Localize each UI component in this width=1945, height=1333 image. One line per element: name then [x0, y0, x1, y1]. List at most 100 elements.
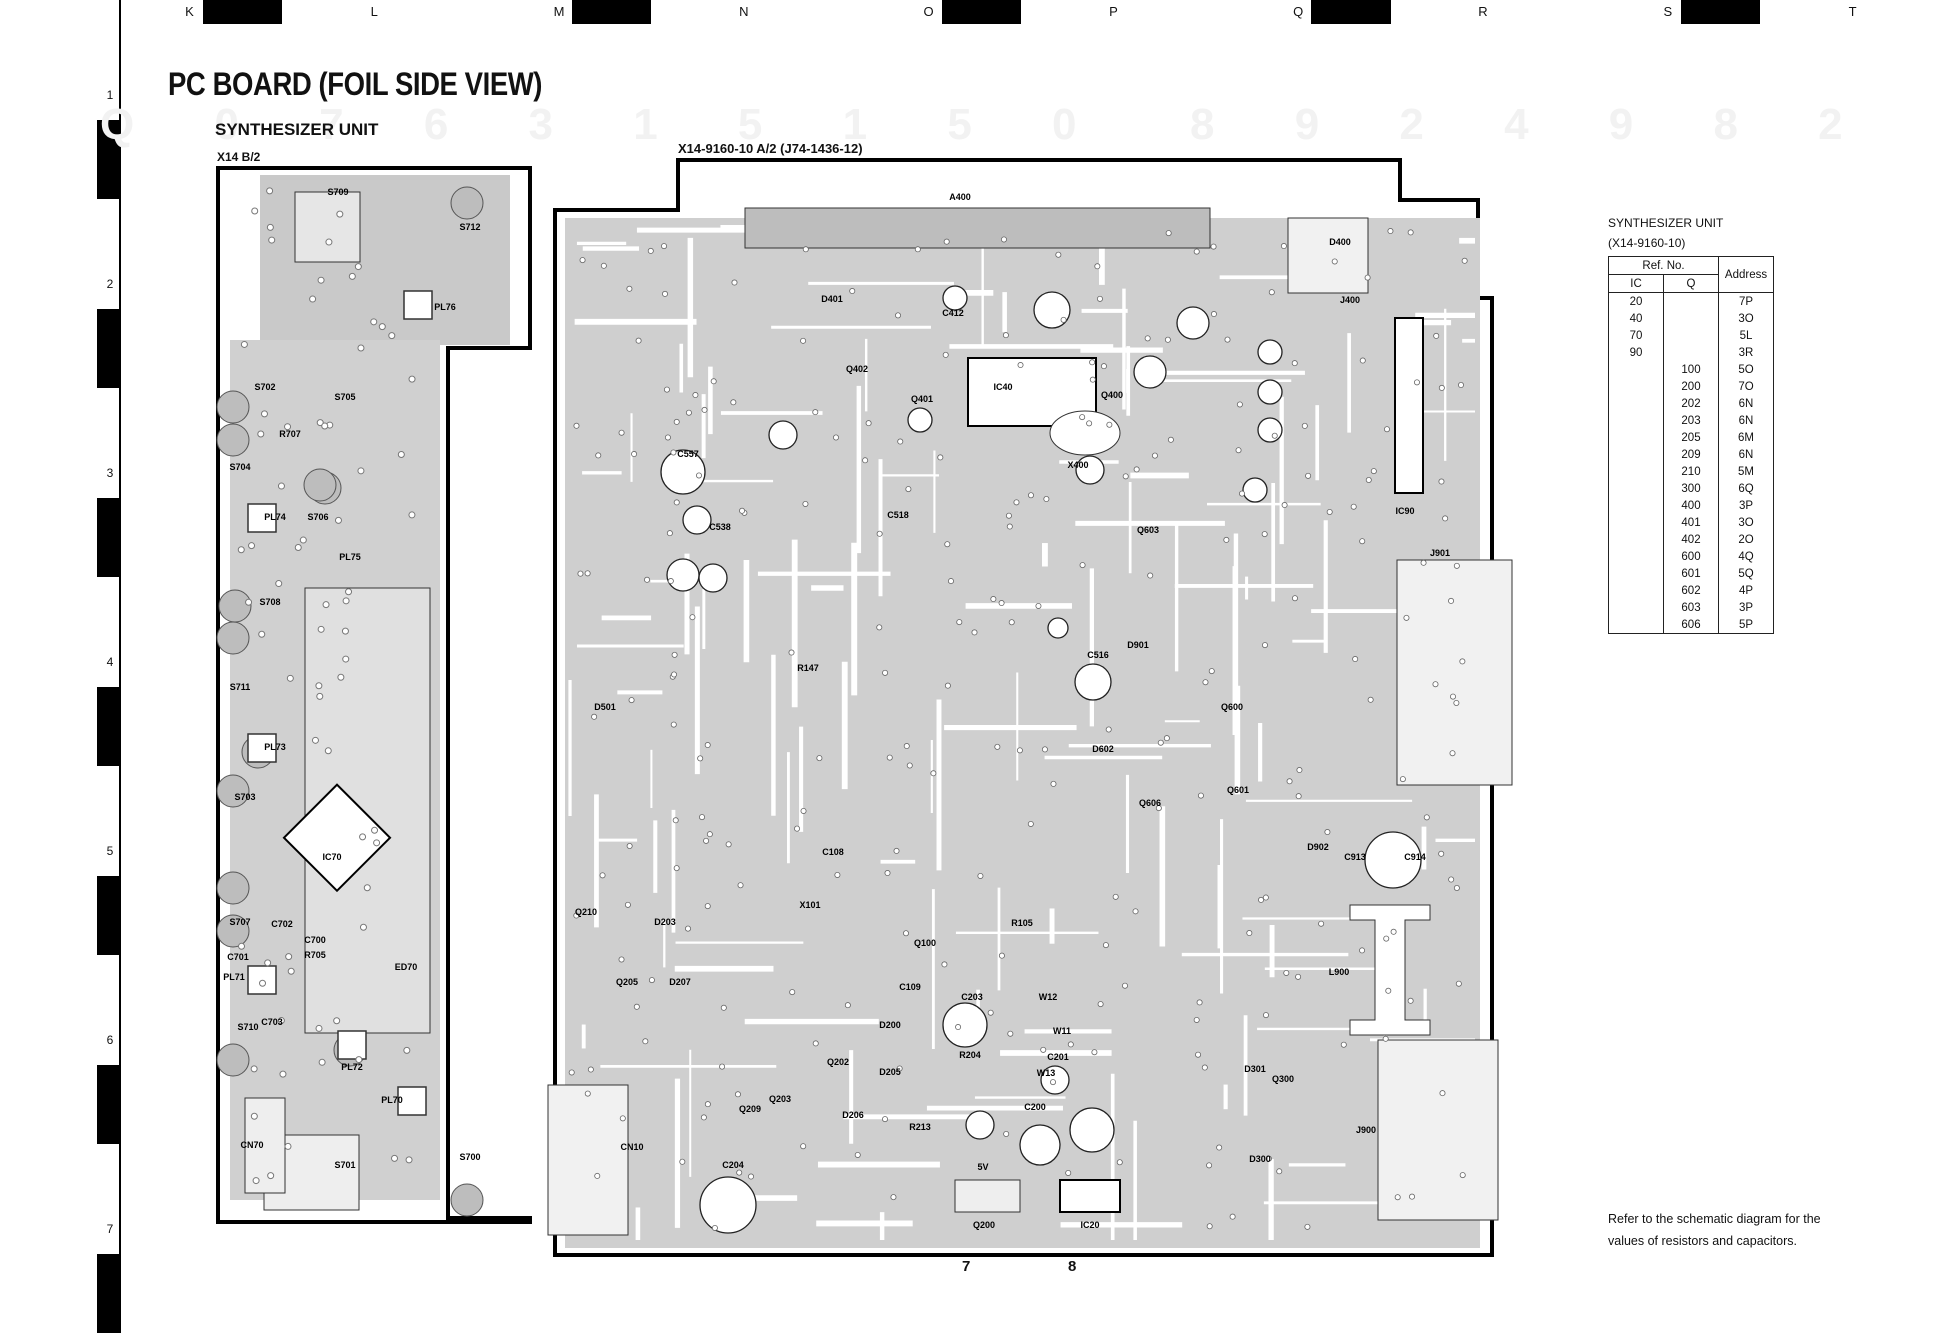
via — [286, 674, 294, 682]
via — [800, 337, 807, 344]
via — [955, 1024, 962, 1031]
via — [1106, 421, 1113, 428]
component-label: C701 — [227, 952, 249, 962]
component-label: Q402 — [846, 364, 868, 374]
via — [626, 842, 633, 849]
board-b: S709S712PL76S702S705R707S704S706PL74PL75… — [216, 166, 532, 1224]
via — [1442, 515, 1449, 522]
column-label: L — [281, 0, 467, 24]
table-cell-q: 210 — [1663, 463, 1719, 480]
via — [579, 257, 586, 264]
via — [1008, 619, 1015, 626]
component-label: IC90 — [1395, 506, 1414, 516]
via — [667, 578, 674, 585]
table-cell-addr: 3O — [1718, 310, 1774, 327]
switch-outline — [294, 191, 361, 263]
via — [1324, 829, 1331, 836]
via — [896, 1065, 903, 1072]
via — [635, 337, 642, 344]
table-cell-ic — [1608, 480, 1664, 497]
via — [990, 596, 997, 603]
via — [311, 736, 319, 744]
via — [893, 847, 900, 854]
component-label: C913 — [1344, 852, 1366, 862]
table-cell-addr: 3R — [1718, 344, 1774, 361]
via — [1459, 1172, 1466, 1179]
via — [720, 1004, 727, 1011]
component-label: C702 — [271, 919, 293, 929]
component-label: D205 — [879, 1067, 901, 1077]
capacitor — [698, 563, 728, 593]
via — [260, 410, 268, 418]
via — [1224, 336, 1231, 343]
via — [1067, 1041, 1074, 1048]
table-cell-ic — [1608, 599, 1664, 616]
table-cell-addr: 3P — [1718, 497, 1774, 514]
via — [1016, 747, 1023, 754]
header-ic: IC — [1608, 274, 1664, 293]
page-title: PC BOARD (FOIL SIDE VIEW) — [168, 66, 543, 102]
component-label: C700 — [304, 935, 326, 945]
via — [689, 614, 696, 621]
note: Refer to the schematic diagram for the v… — [1608, 1208, 1821, 1252]
component-label: C201 — [1047, 1052, 1069, 1062]
lamp-pad — [247, 503, 277, 533]
component-label: IC40 — [993, 382, 1012, 392]
component-label: D501 — [594, 702, 616, 712]
via — [663, 386, 670, 393]
d400-outline — [1287, 217, 1369, 294]
via — [1383, 935, 1390, 942]
via — [277, 1017, 285, 1025]
table-cell-ic — [1608, 514, 1664, 531]
via — [725, 841, 732, 848]
table-cell-ic — [1608, 548, 1664, 565]
via — [802, 246, 809, 253]
component-label: S712 — [459, 222, 480, 232]
row-ruler-line — [119, 0, 121, 1320]
via — [1147, 572, 1154, 579]
via — [577, 570, 584, 577]
via — [1041, 746, 1048, 753]
via — [584, 1090, 591, 1097]
via — [1295, 793, 1302, 800]
table-cell-addr: 5L — [1718, 327, 1774, 344]
table-cell-ic: 90 — [1608, 344, 1664, 361]
via — [1086, 420, 1093, 427]
via — [1027, 492, 1034, 499]
row-ruler-block — [97, 120, 121, 200]
via — [1433, 332, 1440, 339]
via — [1423, 814, 1430, 821]
component-label: S704 — [229, 462, 250, 472]
table-cell-ic — [1608, 361, 1664, 378]
table-cell-addr: 5M — [1718, 463, 1774, 480]
via — [1206, 1162, 1213, 1169]
component-label: C516 — [1087, 650, 1109, 660]
via — [1283, 969, 1290, 976]
component-label: S703 — [234, 792, 255, 802]
component-label: PL75 — [339, 552, 361, 562]
via — [1291, 595, 1298, 602]
table-cell-ic: 20 — [1608, 292, 1664, 310]
table-cell-q: 603 — [1663, 599, 1719, 616]
switch-pad — [450, 1183, 484, 1217]
via — [1265, 1155, 1272, 1162]
via — [1236, 401, 1243, 408]
capacitor — [699, 1176, 757, 1234]
via — [802, 500, 809, 507]
via — [357, 344, 365, 352]
component-label: X400 — [1067, 460, 1088, 470]
via — [1438, 850, 1445, 857]
via — [1364, 274, 1371, 281]
via — [647, 247, 654, 254]
via — [315, 1024, 323, 1032]
via — [1163, 735, 1170, 742]
component-label: S708 — [259, 597, 280, 607]
via — [1210, 311, 1217, 318]
via — [1055, 251, 1062, 258]
via — [1065, 1169, 1072, 1176]
via — [378, 323, 386, 331]
